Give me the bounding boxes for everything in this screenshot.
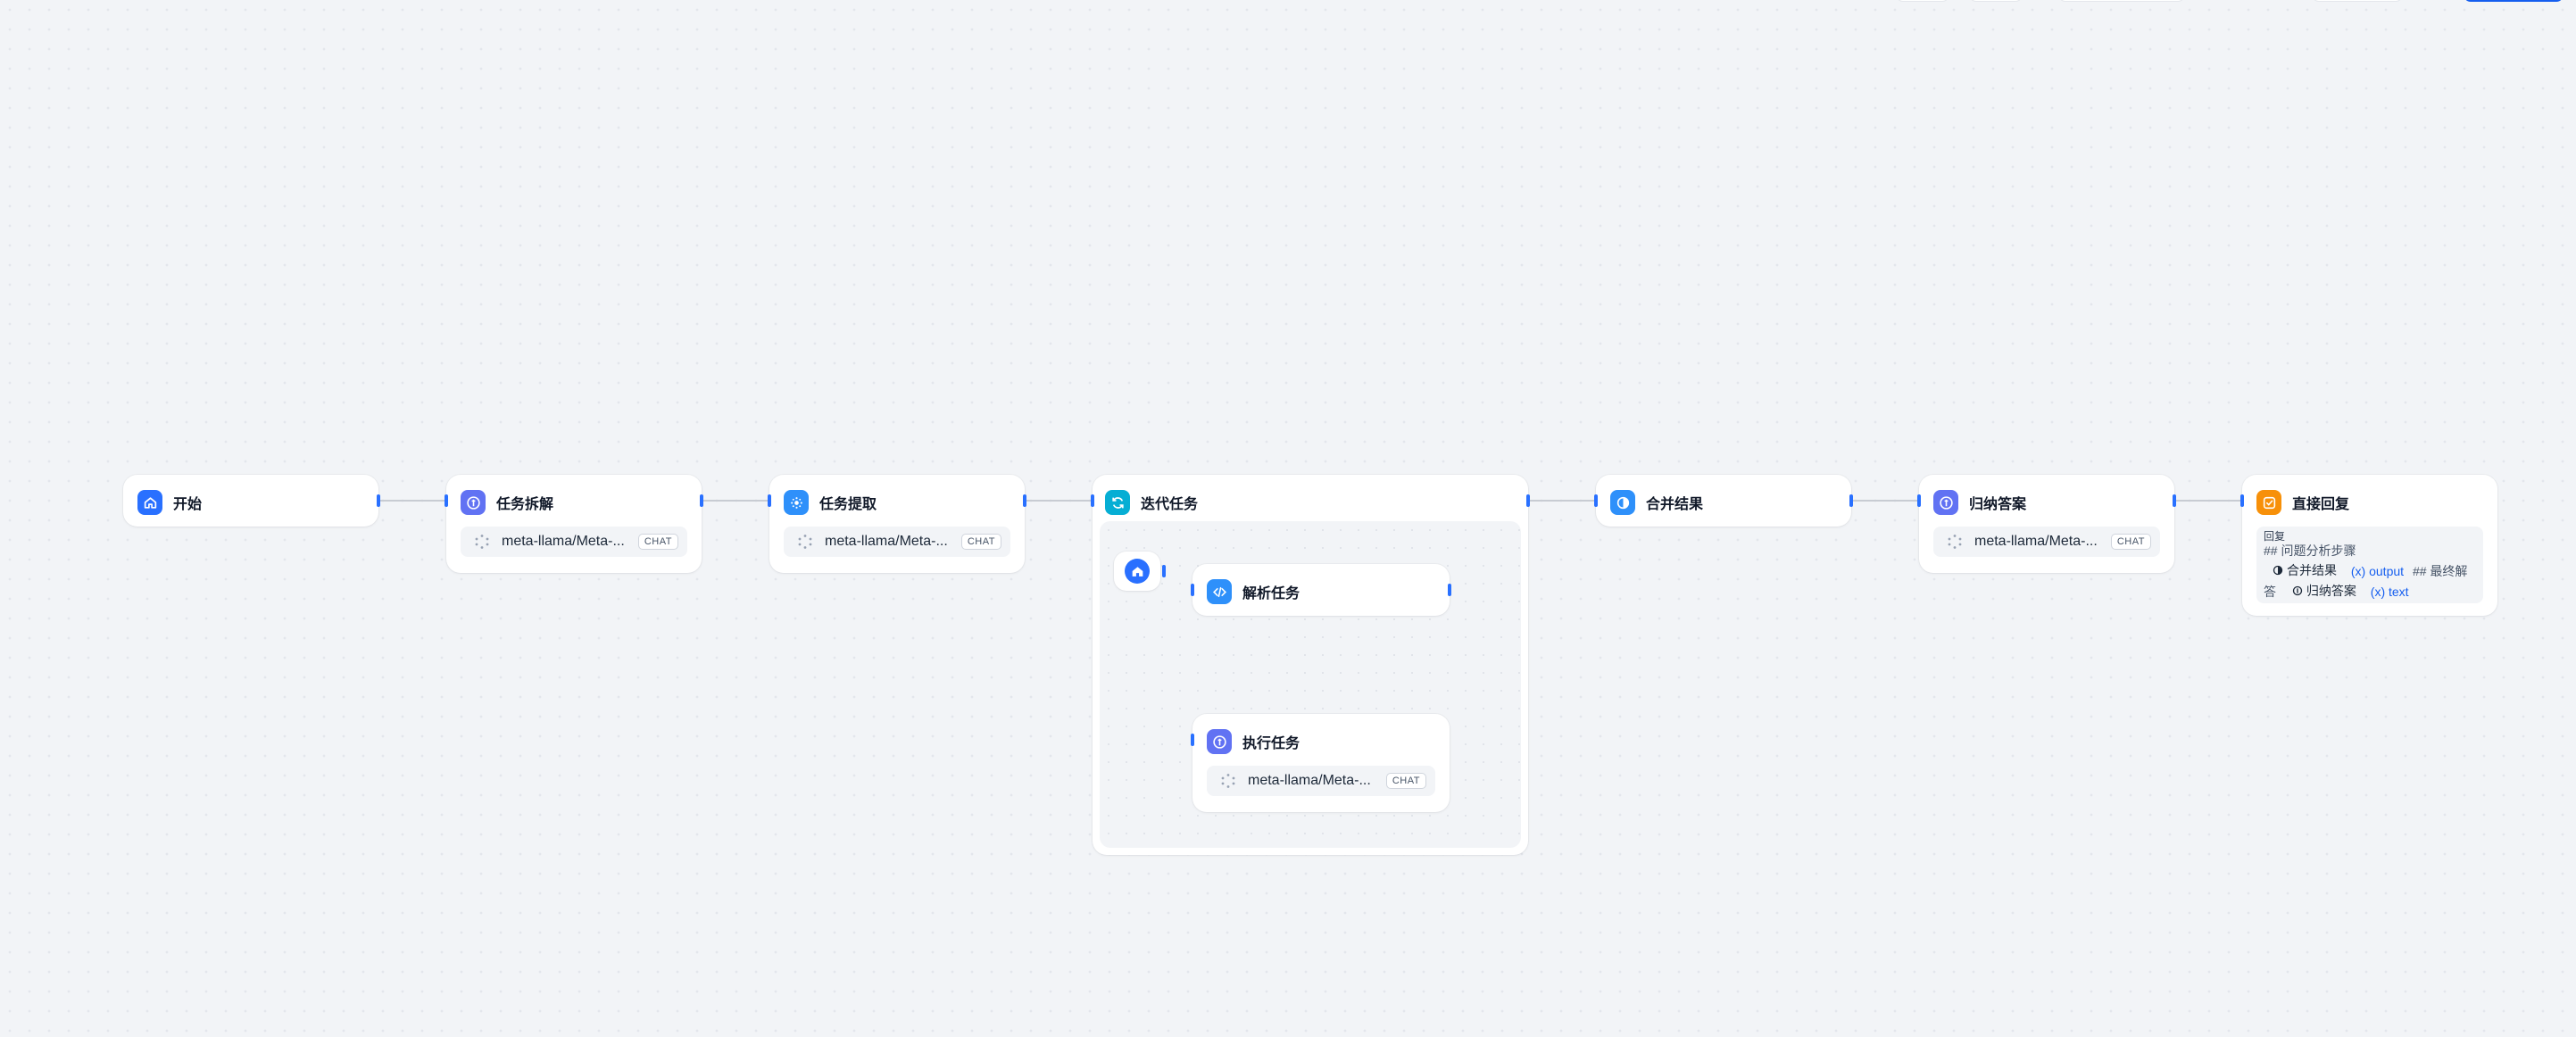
node-title: 直接回复 [2292, 497, 2350, 512]
node-title: 任务拆解 [496, 497, 554, 512]
code-icon [1207, 579, 1232, 604]
model-selector[interactable]: meta-llama/Meta-... CHAT [784, 527, 1010, 557]
node-title: 任务提取 [819, 497, 877, 512]
node-title: 执行任务 [1242, 736, 1300, 751]
node-title: 迭代任务 [1141, 497, 1199, 512]
variable-name: text [2389, 585, 2409, 599]
node-title: 开始 [173, 497, 203, 512]
node-title: 解析任务 [1242, 586, 1300, 601]
node-title: 合并结果 [1646, 497, 1704, 512]
model-selector[interactable]: meta-llama/Meta-... CHAT [1207, 766, 1435, 796]
iteration-icon [1105, 490, 1130, 515]
answer-text: ## 问题分析步骤 [2264, 543, 2356, 558]
source-handle[interactable] [700, 494, 703, 507]
answer-line: 合并结果 (x) output ## 最终解 [2264, 560, 2476, 581]
target-handle[interactable] [1191, 734, 1194, 746]
model-mode-badge: CHAT [1385, 773, 1426, 789]
source-handle[interactable] [1849, 494, 1853, 507]
answer-line: 答 归纳答案 (x) text [2264, 581, 2476, 601]
variable-aggregator-icon [1610, 490, 1635, 515]
home-icon [137, 490, 162, 515]
answer-line: ## 问题分析步骤 [2264, 541, 2476, 560]
parameter-extractor-node[interactable]: 任务提取 meta-llama/Meta-... CHAT [768, 475, 1026, 573]
source-handle[interactable] [2173, 494, 2176, 507]
target-handle[interactable] [1091, 494, 1094, 507]
source-handle[interactable] [1526, 494, 1530, 507]
model-name: meta-llama/Meta-... [1974, 534, 2098, 549]
variable-reference: 归纳答案 [2292, 581, 2356, 601]
model-mode-badge: CHAT [960, 534, 1001, 550]
model-mode-badge: CHAT [2110, 534, 2151, 550]
model-name: meta-llama/Meta-... [502, 534, 625, 549]
parameter-extract-icon [784, 490, 809, 515]
model-name: meta-llama/Meta-... [1248, 773, 1371, 788]
variable-aggregator-node[interactable]: 合并结果 [1594, 475, 1853, 527]
target-handle[interactable] [2240, 494, 2244, 507]
model-selector[interactable]: meta-llama/Meta-... CHAT [461, 527, 687, 557]
model-mode-badge: CHAT [637, 534, 678, 550]
answer-text: 答 [2264, 585, 2276, 599]
model-provider-icon [796, 533, 814, 551]
answer-node[interactable]: 直接回复 回复 ## 问题分析步骤 合并结果 (x) output ## 最终解… [2240, 475, 2497, 616]
answer-content: 回复 ## 问题分析步骤 合并结果 (x) output ## 最终解 答 归纳… [2256, 527, 2483, 603]
llm-icon [2292, 585, 2303, 596]
reference-variable: (x) text [2370, 585, 2409, 599]
answer-label: 回复 [2264, 530, 2286, 543]
target-handle[interactable] [1191, 584, 1194, 596]
iteration-node[interactable]: 迭代任务 [1091, 475, 1530, 855]
source-handle[interactable] [1023, 494, 1026, 507]
target-handle[interactable] [1594, 494, 1598, 507]
llm-icon [1933, 490, 1958, 515]
variable-reference: 合并结果 [2273, 560, 2337, 580]
model-provider-icon [1219, 772, 1237, 790]
model-provider-icon [473, 533, 491, 551]
llm-node-summarize[interactable]: 归纳答案 meta-llama/Meta-... CHAT [1917, 475, 2176, 573]
answer-text: ## 最终解 [2412, 564, 2468, 578]
source-handle[interactable] [1448, 584, 1451, 596]
reference-node-name: 合并结果 [2287, 563, 2337, 577]
iteration-start-node[interactable] [1114, 552, 1166, 591]
variable-aggregator-icon [2273, 565, 2283, 576]
target-handle[interactable] [1917, 494, 1921, 507]
reference-variable: (x) output [2350, 564, 2405, 578]
model-selector[interactable]: meta-llama/Meta-... CHAT [1933, 527, 2160, 557]
target-handle[interactable] [445, 494, 448, 507]
start-node[interactable]: 开始 [123, 475, 380, 527]
model-provider-icon [1946, 533, 1964, 551]
code-node-parse[interactable]: 解析任务 [1191, 564, 1451, 616]
source-handle[interactable] [1162, 565, 1166, 577]
model-name: meta-llama/Meta-... [825, 534, 948, 549]
home-icon [1125, 559, 1150, 584]
variable-name: output [2369, 564, 2405, 578]
llm-icon [1207, 729, 1232, 754]
reference-node-name: 归纳答案 [2306, 584, 2356, 598]
llm-node-execute[interactable]: 执行任务 meta-llama/Meta-... CHAT [1191, 714, 1450, 812]
answer-icon [2256, 490, 2281, 515]
llm-icon [461, 490, 486, 515]
source-handle[interactable] [377, 494, 380, 507]
node-title: 归纳答案 [1969, 497, 2027, 512]
llm-node-decompose[interactable]: 任务拆解 meta-llama/Meta-... CHAT [445, 475, 703, 573]
target-handle[interactable] [768, 494, 771, 507]
